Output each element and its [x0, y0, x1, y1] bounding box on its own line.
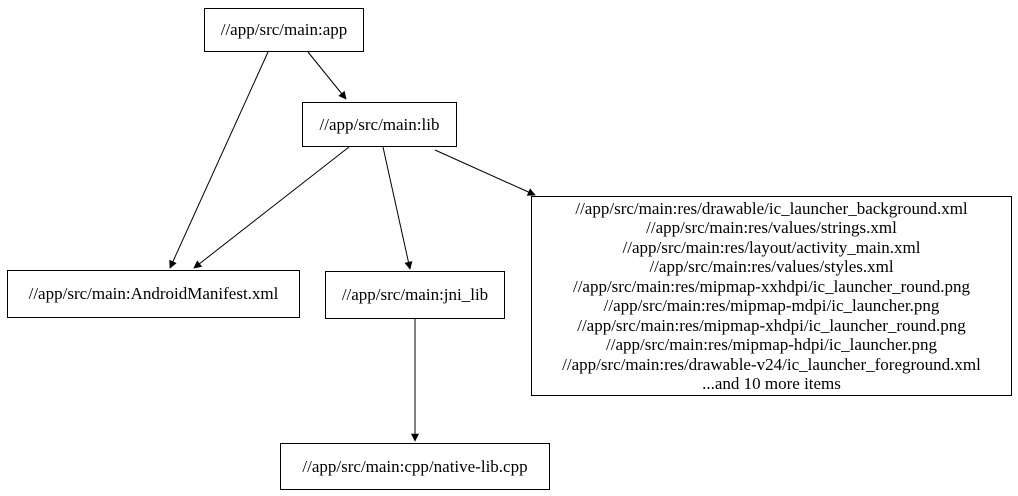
edge-lib-to-jni-lib: [382, 146, 413, 270]
node-lib: //app/src/main:lib: [302, 102, 457, 147]
node-native-lib-cpp: //app/src/main:cpp/native-lib.cpp: [280, 443, 550, 490]
resource-more-items: ...and 10 more items: [702, 374, 841, 393]
node-lib-label: //app/src/main:lib: [319, 114, 440, 134]
resource-item: //app/src/main:res/drawable-v24/ic_launc…: [562, 354, 981, 374]
edge-lib-to-android-manifest: [193, 146, 350, 269]
resource-item: //app/src/main:res/mipmap-hdpi/ic_launch…: [606, 335, 937, 354]
edge-app-to-android-manifest: [169, 51, 269, 269]
edge-app-to-lib: [307, 51, 347, 100]
node-resources: //app/src/main:res/drawable/ic_launcher_…: [531, 196, 1012, 396]
resource-item: //app/src/main:res/drawable/ic_launcher_…: [575, 198, 968, 218]
node-app: //app/src/main:app: [204, 8, 364, 52]
resource-item: //app/src/main:res/values/styles.xml: [649, 257, 894, 276]
resource-item: //app/src/main:res/values/strings.xml: [646, 218, 897, 237]
node-jni-lib-label: //app/src/main:jni_lib: [341, 285, 489, 305]
node-android-manifest: //app/src/main:AndroidManifest.xml: [7, 270, 300, 318]
node-android-manifest-label: //app/src/main:AndroidManifest.xml: [28, 284, 279, 304]
resource-item: //app/src/main:res/layout/activity_main.…: [622, 237, 921, 257]
edge-lib-to-resources: [434, 149, 536, 196]
node-app-label: //app/src/main:app: [220, 20, 348, 40]
resource-item: //app/src/main:res/mipmap-mdpi/ic_launch…: [603, 296, 940, 315]
resource-item: //app/src/main:res/mipmap-xxhdpi/ic_laun…: [572, 276, 971, 296]
resource-item: //app/src/main:res/mipmap-xhdpi/ic_launc…: [577, 315, 966, 335]
node-jni-lib: //app/src/main:jni_lib: [325, 271, 505, 319]
node-native-lib-cpp-label: //app/src/main:cpp/native-lib.cpp: [302, 456, 528, 476]
